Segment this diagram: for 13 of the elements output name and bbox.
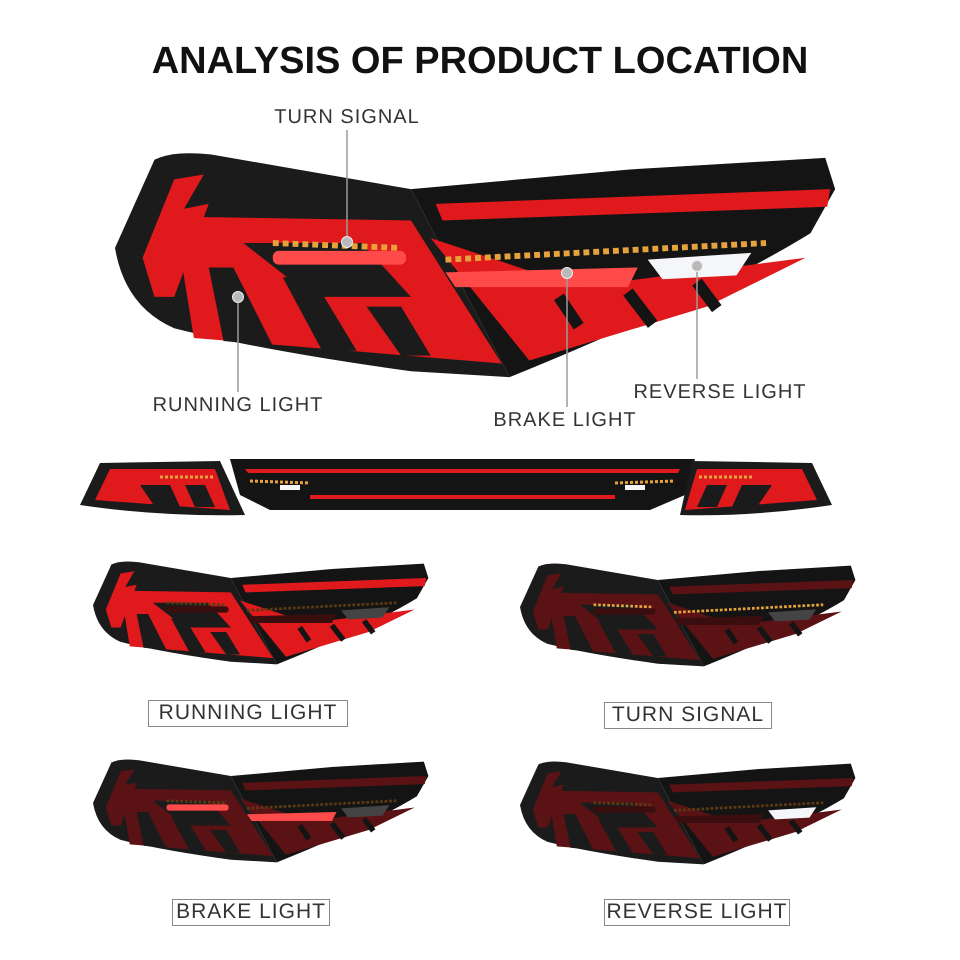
leader-line: [566, 279, 568, 407]
leader-line: [696, 272, 698, 379]
caption-label: BRAKE LIGHT: [172, 899, 330, 926]
callout-label: REVERSE LIGHT: [628, 379, 812, 405]
callout-label: BRAKE LIGHT: [490, 407, 640, 433]
caption-label: REVERSE LIGHT: [604, 899, 790, 926]
caption-label: RUNNING LIGHT: [148, 700, 348, 727]
callout-label: RUNNING LIGHT: [150, 392, 326, 418]
leader-line: [237, 303, 239, 392]
leader-line: [346, 130, 348, 236]
title: ANALYSIS OF PRODUCT LOCATION: [150, 40, 810, 83]
callout-label: TURN SIGNAL: [272, 104, 422, 130]
caption-label: TURN SIGNAL: [604, 702, 772, 729]
